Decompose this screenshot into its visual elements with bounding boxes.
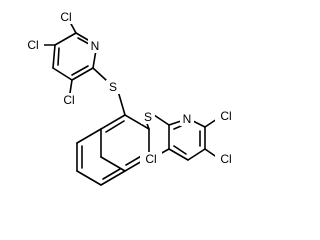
bond [75,32,89,41]
bond [173,125,182,130]
bond [57,47,60,66]
bond [102,168,121,180]
bond [187,148,206,161]
bond [52,67,73,81]
bond [92,67,107,81]
atom-label-cl: Cl [60,10,71,24]
atom-labels: Cl Cl N S Cl S N Cl Cl Cl [22,10,237,166]
atom-label-cl: Cl [145,152,156,166]
bond [71,65,89,76]
bond [76,128,102,144]
bond [71,67,94,81]
bond [117,90,126,116]
atom-label-n: N [183,112,192,126]
bond [52,44,56,69]
bond [69,79,73,94]
bond [76,170,102,186]
bond [173,145,187,155]
bond [100,114,126,130]
atom-label-s: S [144,110,152,124]
bond [168,148,189,161]
chemical-structure-diagram: Cl Cl N S Cl S N Cl Cl Cl [22,10,237,186]
atom-label-n: N [91,39,100,53]
bond [153,114,170,126]
atom-label-cl: Cl [27,38,38,52]
atom-label-cl: Cl [220,109,231,123]
bond [192,120,206,128]
bond [105,120,125,133]
atom-label-cl: Cl [63,93,74,107]
bond [100,156,126,172]
bond [100,170,126,186]
bond [54,32,77,46]
bond [168,120,182,126]
atom-label-s: S [109,80,117,94]
atom-label-cl: Cl [220,152,231,166]
bond [77,37,90,45]
bond [124,114,150,130]
bonds [39,21,219,186]
